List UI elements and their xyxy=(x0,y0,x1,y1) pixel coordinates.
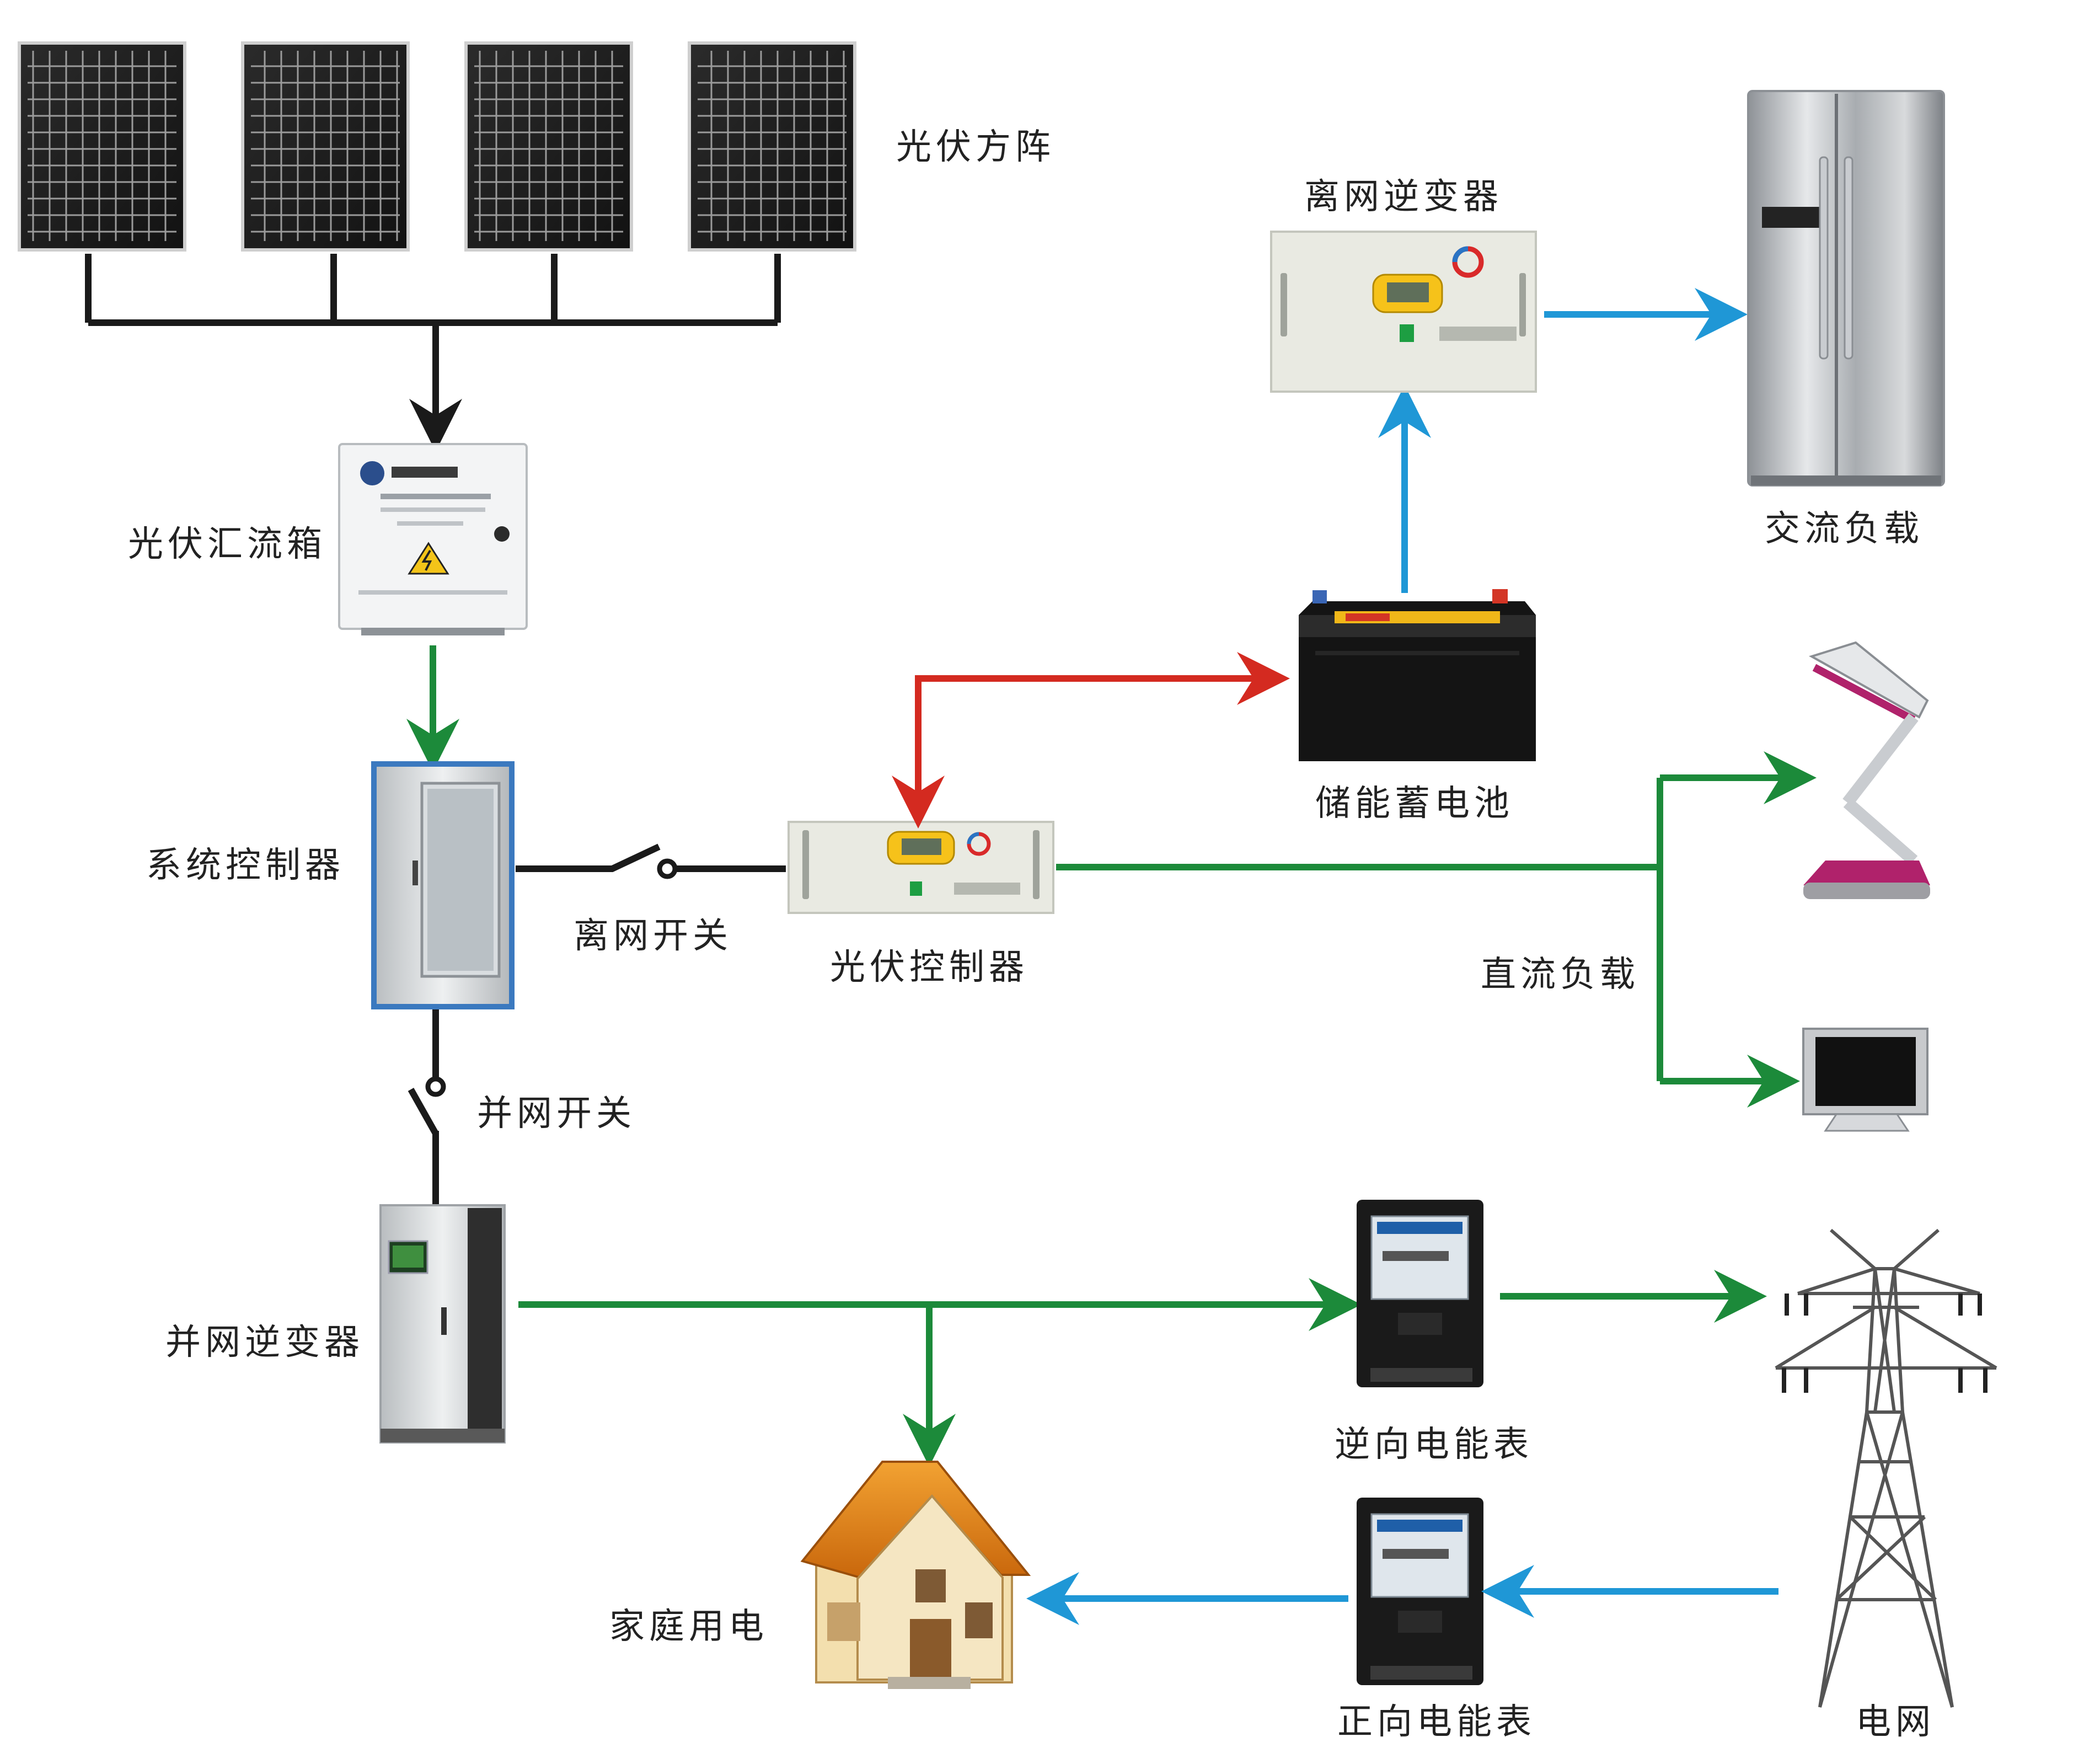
offgrid-inverter xyxy=(1270,231,1537,393)
label-offgrid-switch: 离网开关 xyxy=(574,916,732,956)
label-reverse-meter: 逆向电能表 xyxy=(1335,1424,1533,1465)
label-combiner-box: 光伏汇流箱 xyxy=(128,524,326,565)
offgrid-switch[interactable] xyxy=(516,843,786,879)
high-voltage-warning-icon xyxy=(408,542,449,575)
brand-logo-icon xyxy=(967,832,991,856)
label-grid-switch: 并网开关 xyxy=(477,1093,636,1134)
label-grid-inverter: 并网逆变器 xyxy=(165,1322,364,1363)
solar-panel-1 xyxy=(18,41,186,252)
solar-panel-3 xyxy=(464,41,633,252)
label-pv-controller: 光伏控制器 xyxy=(830,947,1028,988)
grid-switch[interactable] xyxy=(408,1009,446,1208)
grid-inverter-cabinet xyxy=(379,1204,506,1444)
label-forward-meter: 正向电能表 xyxy=(1337,1702,1536,1737)
solar-panel-2 xyxy=(241,41,410,252)
grid-supply-wiring xyxy=(1026,1565,1778,1625)
combiner-box xyxy=(338,443,528,635)
label-pv-array: 光伏方阵 xyxy=(896,127,1055,168)
house xyxy=(800,1461,1031,1689)
system-controller-cabinet xyxy=(371,761,515,1009)
dc-load-wiring xyxy=(1056,751,1817,1108)
label-home-power: 家庭用电 xyxy=(609,1606,768,1647)
storage-battery xyxy=(1299,589,1536,761)
label-ac-load: 交流负载 xyxy=(1765,509,1924,549)
grid-feed-wiring xyxy=(518,1270,1767,1467)
reverse-energy-meter xyxy=(1357,1200,1483,1387)
solar-panel-4 xyxy=(688,41,856,252)
tv-monitor xyxy=(1802,1028,1928,1132)
power-grid-tower xyxy=(1775,1228,1997,1708)
refrigerator xyxy=(1747,90,1945,487)
label-battery: 储能蓄电池 xyxy=(1315,783,1514,824)
pv-controller xyxy=(788,821,1054,914)
label-grid: 电网 xyxy=(1856,1702,1935,1737)
panel-bus-wiring xyxy=(85,254,781,452)
battery-charge-wiring xyxy=(892,652,1290,829)
brand-logo-icon xyxy=(1452,246,1484,278)
forward-energy-meter xyxy=(1357,1498,1483,1685)
label-offgrid-inverter: 离网逆变器 xyxy=(1304,177,1503,217)
desk-lamp xyxy=(1803,641,1930,899)
label-dc-load: 直流负载 xyxy=(1481,954,1640,995)
label-system-controller: 系统控制器 xyxy=(146,845,345,886)
